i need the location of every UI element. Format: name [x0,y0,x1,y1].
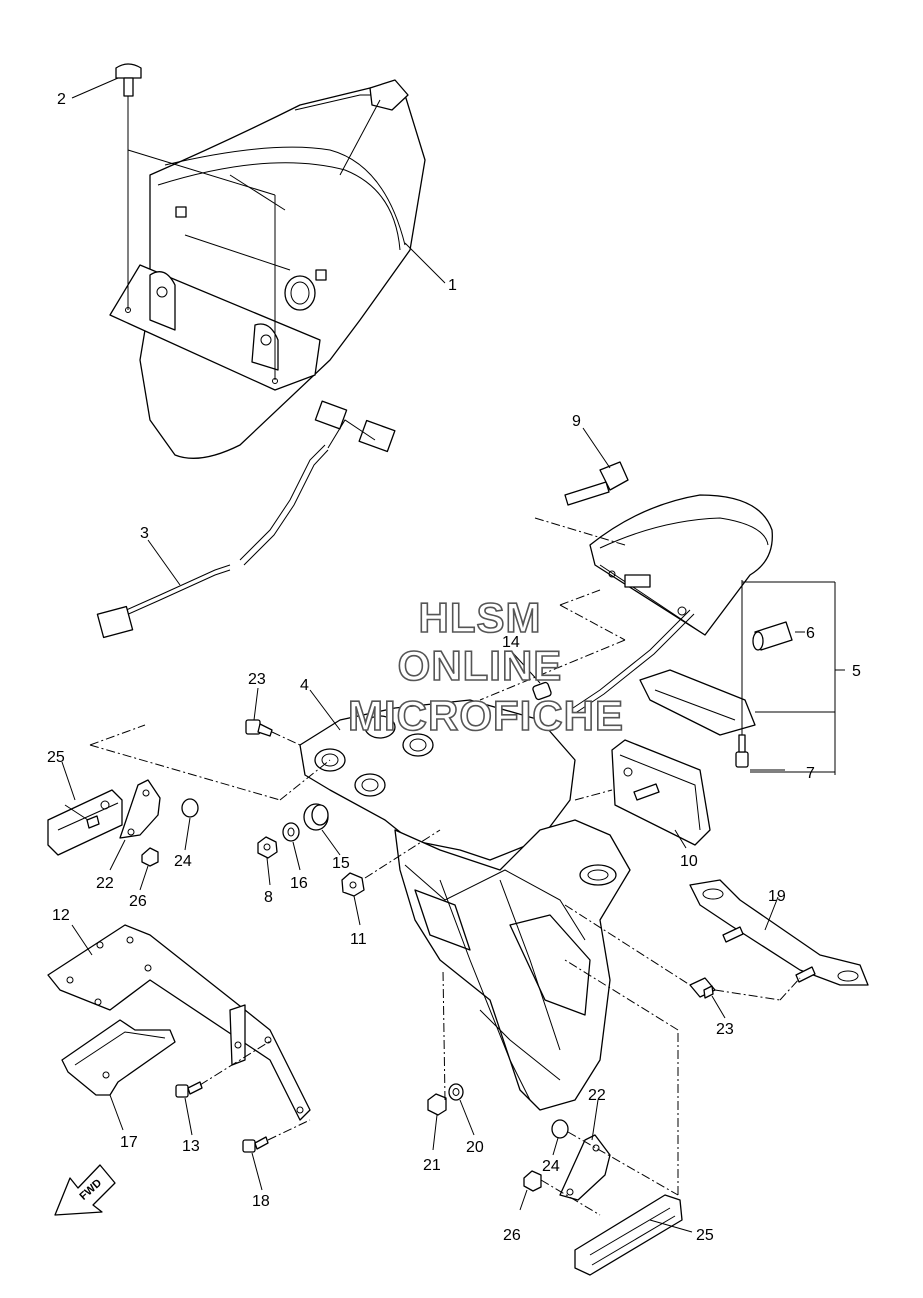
spacer-part-14[interactable] [532,681,552,701]
callout-19[interactable]: 19 [768,888,786,905]
reflector-part-10[interactable] [611,739,711,846]
callout-23-left[interactable]: 23 [248,671,266,688]
callout-13[interactable]: 13 [182,1138,200,1155]
reflector-part-25-left[interactable] [47,789,123,856]
bulb-part-6[interactable] [752,621,793,651]
washer-part-16[interactable] [282,822,300,842]
watermark-line-1: HLSM [419,594,542,641]
screw-part-23-left[interactable] [245,719,273,737]
collar-part-24-right[interactable] [551,1119,569,1139]
callout-22-left[interactable]: 22 [96,875,114,892]
callout-16[interactable]: 16 [290,875,308,892]
callout-12[interactable]: 12 [52,907,70,924]
screw-part-23-right[interactable] [689,977,716,999]
callout-1[interactable]: 1 [448,277,457,294]
nut-part-26-right[interactable] [523,1170,542,1192]
callout-5[interactable]: 5 [852,663,861,680]
callout-10[interactable]: 10 [680,853,698,870]
callout-24-left[interactable]: 24 [174,853,192,870]
nut-part-26-left[interactable] [141,847,159,867]
reflector-part-25-right[interactable] [574,1194,683,1276]
callout-26-left[interactable]: 26 [129,893,147,910]
grommet-part-15[interactable] [303,803,329,831]
washer-part-20[interactable] [448,1083,464,1101]
callout-17[interactable]: 17 [120,1134,138,1151]
leader-lines [61,77,845,1233]
bracket-part-22-left[interactable] [119,779,161,839]
callout-7[interactable]: 7 [806,765,815,782]
stay-part-19[interactable] [689,879,869,986]
watermark-line-2: ONLINE [398,642,563,689]
bracket-part-4[interactable] [299,699,576,861]
callout-9[interactable]: 9 [572,413,581,430]
nut-part-11[interactable] [341,872,365,897]
nut-part-21[interactable] [427,1093,447,1116]
bracket-part-22-right[interactable] [559,1134,611,1201]
watermark-line-3: MICROFICHE [348,692,624,739]
callout-24-right[interactable]: 24 [542,1158,560,1175]
callout-11[interactable]: 11 [350,931,367,948]
callout-26-right[interactable]: 26 [503,1227,521,1244]
screw-part-13[interactable] [175,1081,203,1098]
callout-labels: 1 2 3 4 5 6 7 8 9 10 11 12 13 14 15 16 1… [47,91,861,1244]
watermark: HLSM ONLINE MICROFICHE [347,593,624,740]
callout-23-right[interactable]: 23 [716,1021,734,1038]
callout-8[interactable]: 8 [264,889,273,906]
tail-light-part-5[interactable] [569,494,773,715]
callout-21[interactable]: 21 [423,1157,441,1174]
callout-25-right[interactable]: 25 [696,1227,714,1244]
bolt-part-9[interactable] [564,461,629,506]
nut-part-8[interactable] [257,836,278,859]
collar-part-24-left[interactable] [181,798,199,818]
callout-15[interactable]: 15 [332,855,350,872]
damper-part-17[interactable] [61,1019,176,1096]
rear-fender-lower[interactable] [394,819,631,1111]
bolt-part-2[interactable] [115,63,142,97]
callout-14[interactable]: 14 [502,634,520,651]
callout-2[interactable]: 2 [57,91,66,108]
plate-part-12[interactable] [47,924,311,1121]
forward-arrow-icon: FWD [54,1164,116,1216]
rear-fender-part-1[interactable] [109,79,426,459]
screw-part-18[interactable] [242,1136,269,1153]
screw-part-7[interactable] [735,734,749,768]
callout-20[interactable]: 20 [466,1139,484,1156]
callout-6[interactable]: 6 [806,625,815,642]
callout-18[interactable]: 18 [252,1193,270,1210]
callout-4[interactable]: 4 [300,677,309,694]
lens-plate[interactable] [639,669,756,736]
wire-harness-part-3[interactable] [96,400,396,639]
callout-22-right[interactable]: 22 [588,1087,606,1104]
callout-3[interactable]: 3 [140,525,149,542]
callout-25-left[interactable]: 25 [47,749,65,766]
